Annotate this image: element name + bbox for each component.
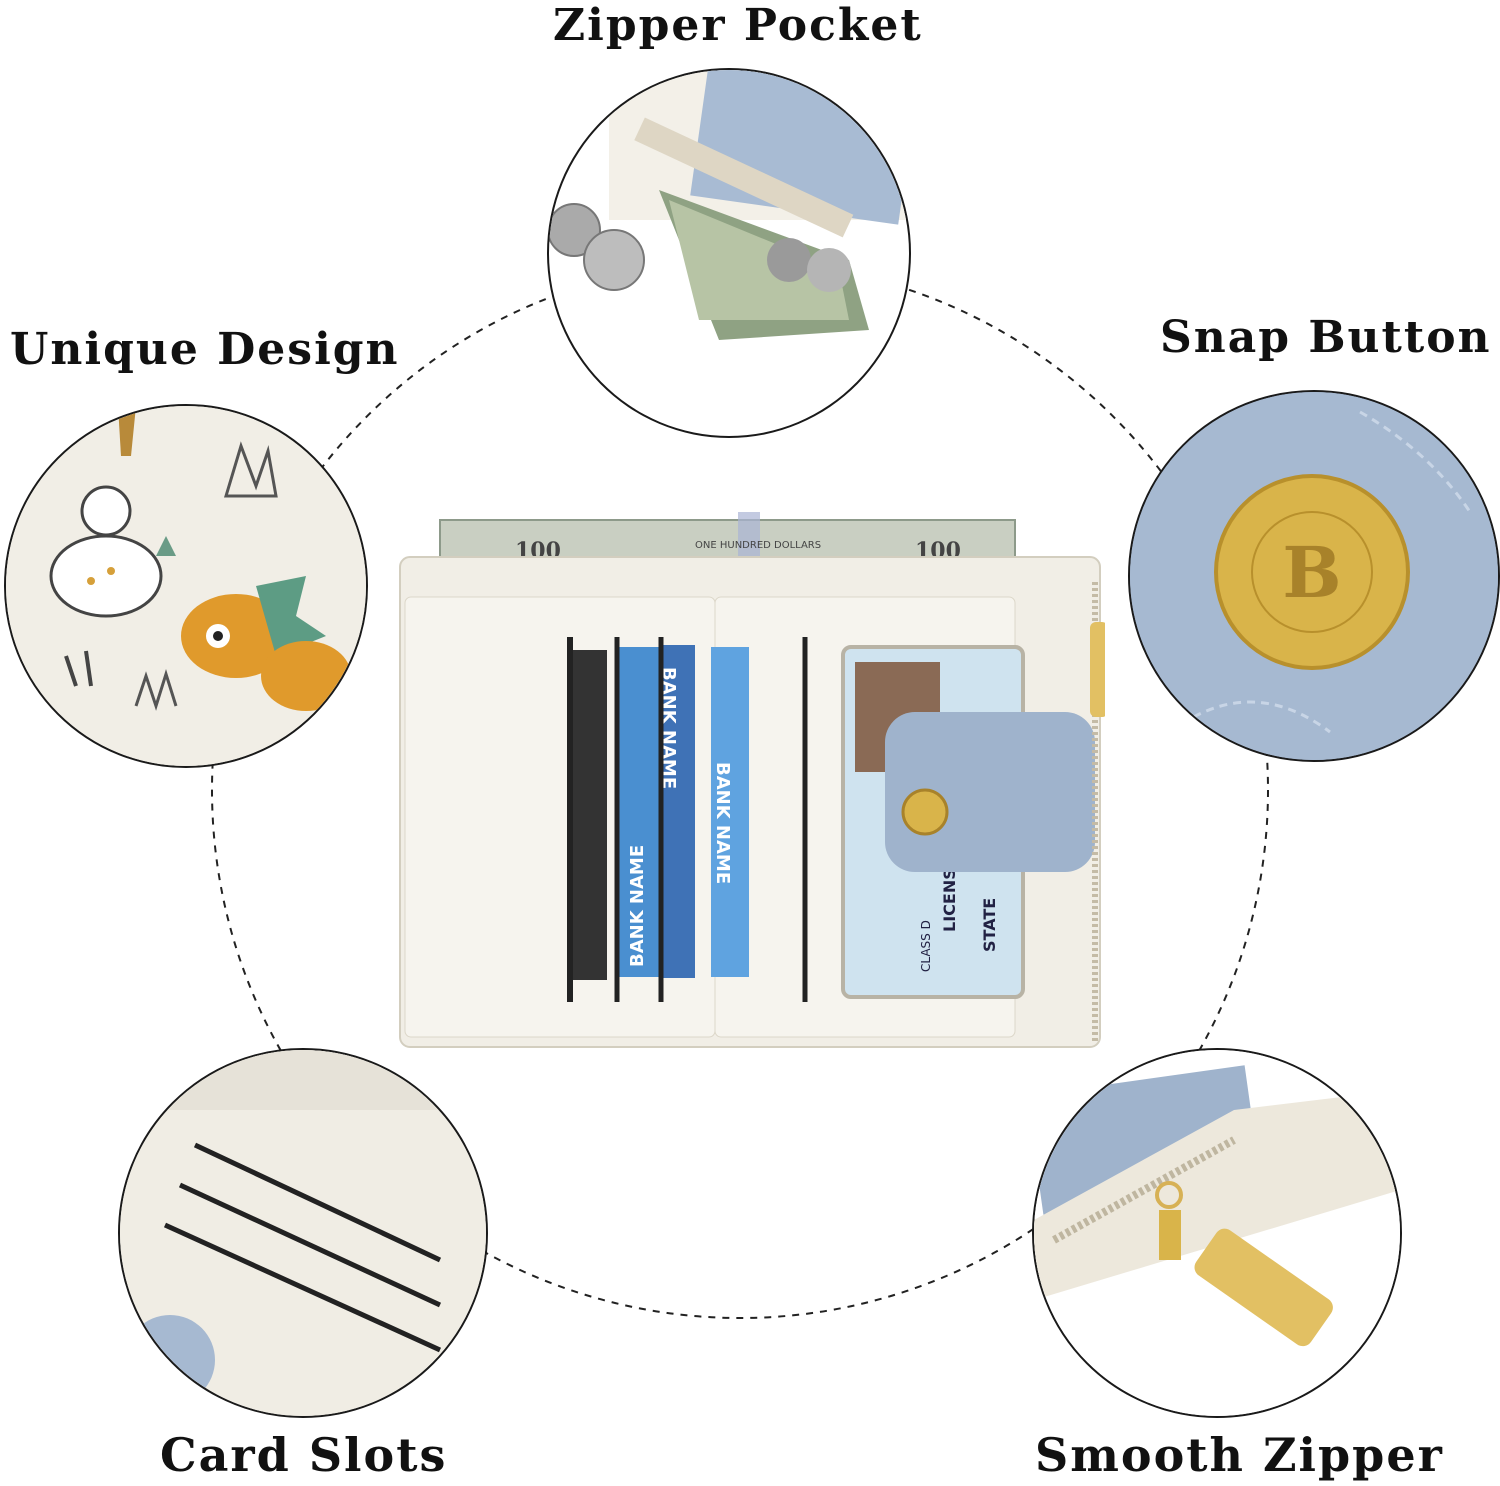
card-text-2: BANK NAME	[627, 845, 648, 967]
snap-button-closeup: B	[1128, 390, 1500, 762]
zipper-pull-icon	[1194, 1228, 1333, 1347]
svg-text:B: B	[1282, 531, 1341, 614]
license-word-1: LICENSE	[940, 857, 959, 932]
card-slots-closeup	[118, 1048, 488, 1418]
license-word-2: STATE	[980, 898, 999, 952]
label-unique-design: Unique Design	[10, 324, 400, 375]
label-card-slots: Card Slots	[160, 1428, 448, 1482]
label-snap-button: Snap Button	[1160, 312, 1492, 363]
label-smooth-zipper: Smooth Zipper	[1035, 1428, 1444, 1482]
smooth-zipper-closeup	[1032, 1048, 1402, 1418]
unique-design-closeup	[4, 404, 368, 768]
label-zipper-pocket: Zipper Pocket	[553, 0, 923, 51]
dinosaur-pattern-icon	[6, 406, 366, 766]
gold-snap-icon	[1214, 474, 1410, 670]
bill-text-1: ONE HUNDRED DOLLARS	[695, 540, 821, 551]
card-text-3: BANK NAME	[712, 762, 733, 884]
wallet-snap-icon	[901, 788, 949, 836]
license-word-3: CLASS D	[919, 920, 933, 972]
zipper-pocket-closeup	[547, 68, 911, 438]
wallet-illustration: 100 100 100 100 ONE HUNDRED DOLLARS ONE …	[399, 512, 1105, 1048]
